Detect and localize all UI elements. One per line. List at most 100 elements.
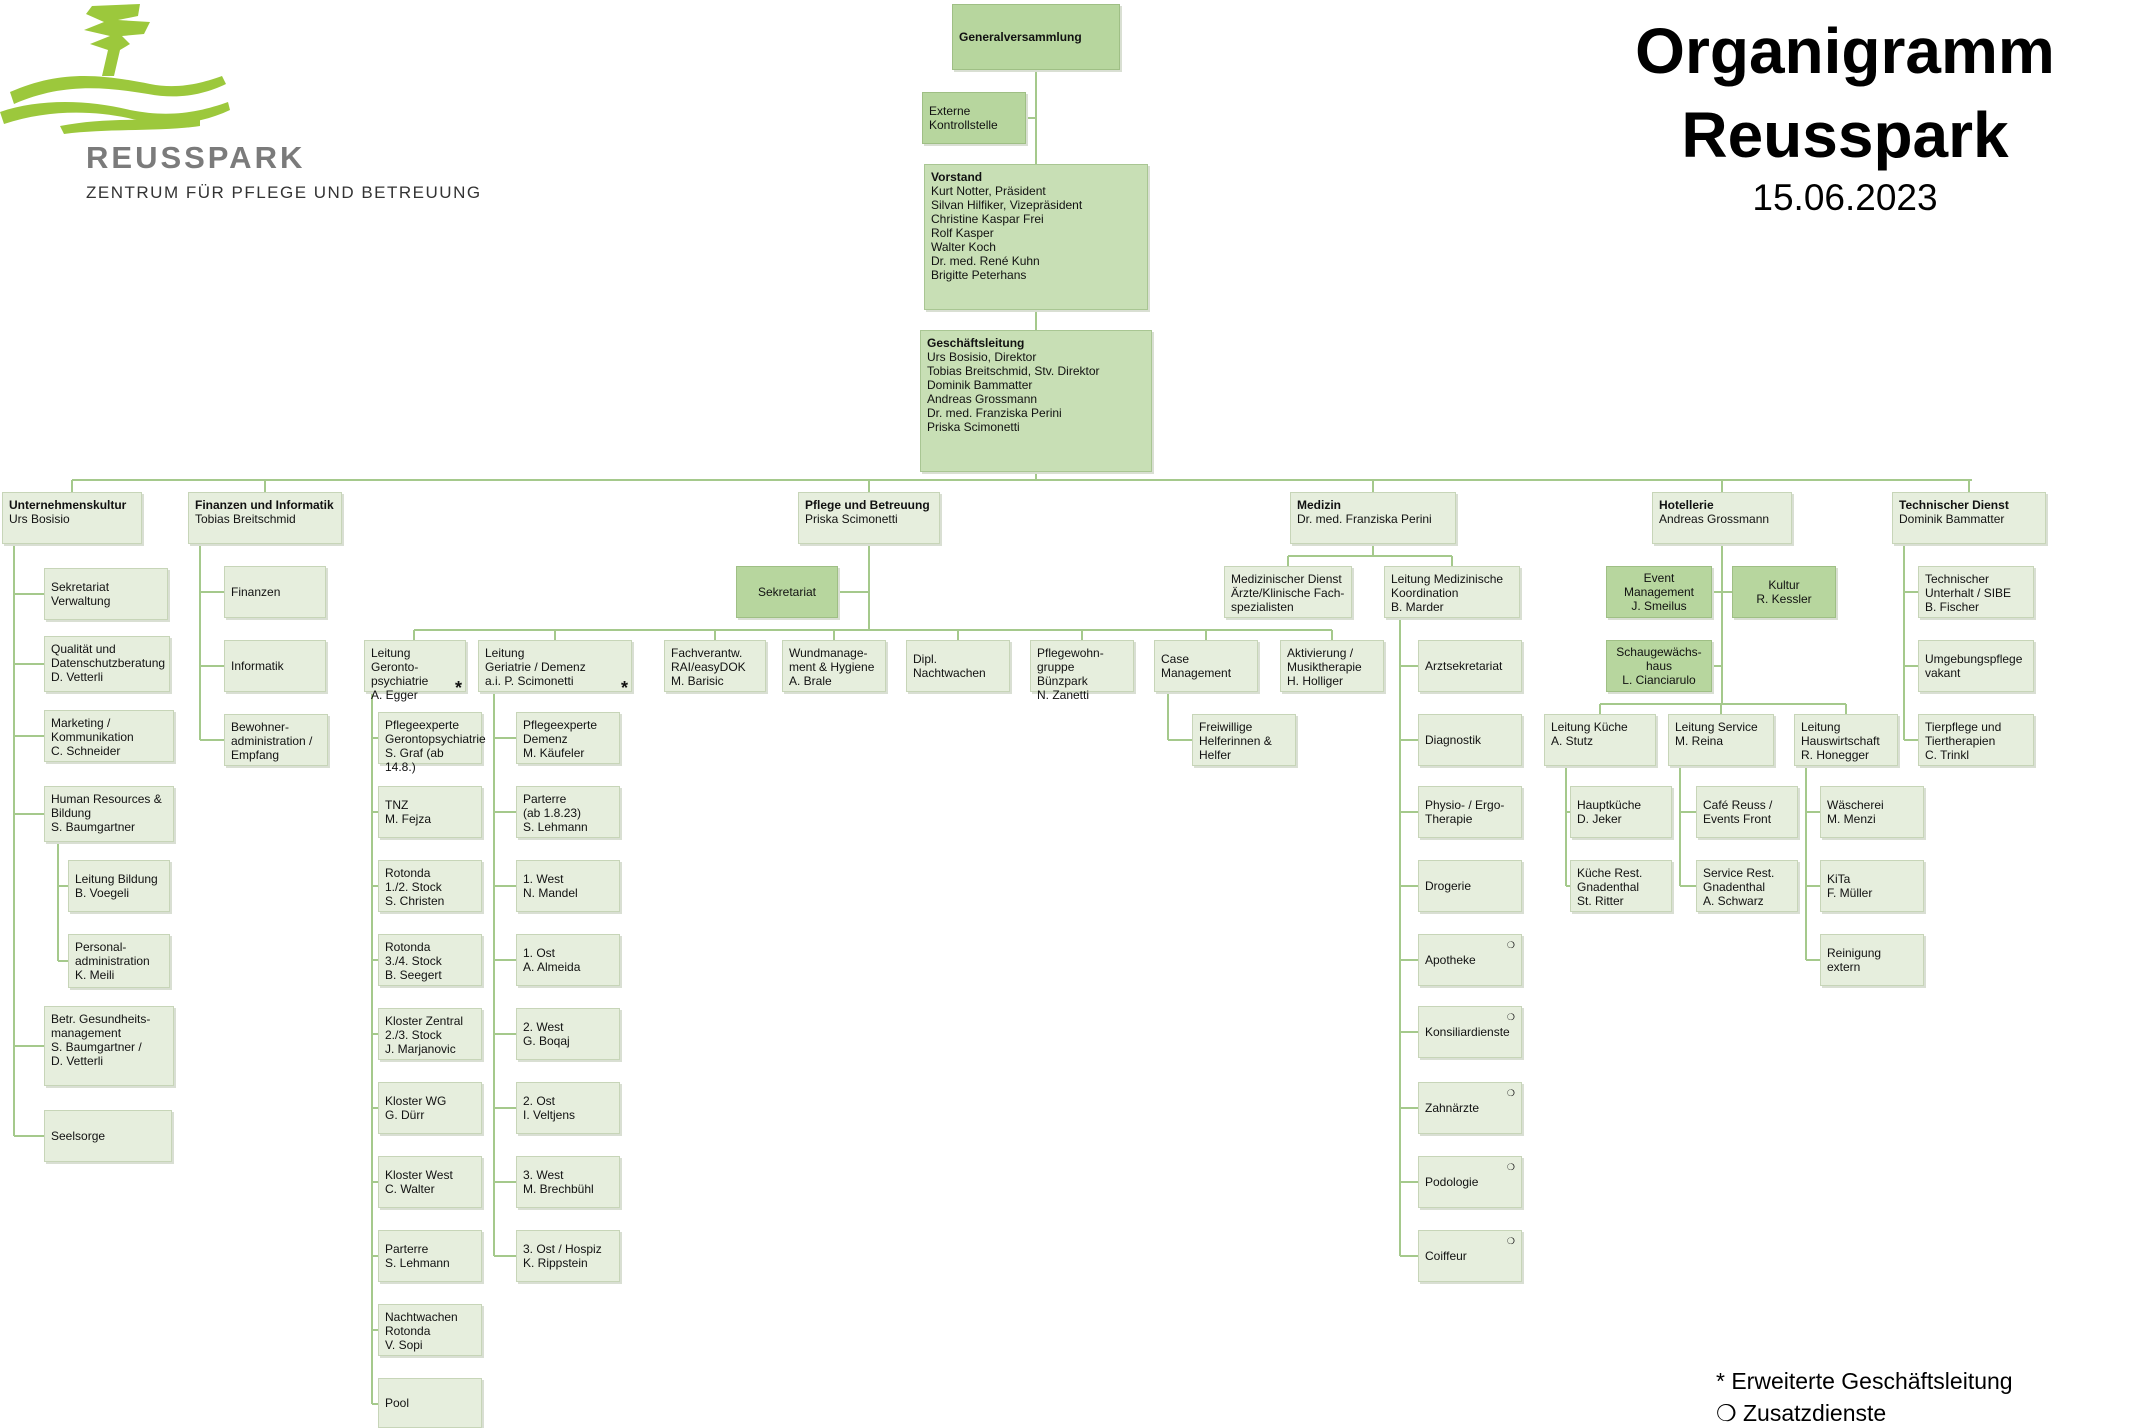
org-box-text: 2. Ost I. Veltjens: [523, 1094, 575, 1122]
org-box-pb-sekretariat: Sekretariat: [736, 566, 838, 618]
org-box-body: Wundmanage- ment & Hygiene A. Brale: [789, 646, 875, 688]
org-box-td3: Tierpflege und Tiertherapien C. Trinkl: [1918, 714, 2034, 766]
org-box-g8: Parterre S. Lehmann: [378, 1230, 482, 1282]
org-box-pb-wund: Wundmanage- ment & Hygiene A. Brale: [782, 640, 886, 692]
org-box-pb-geriatrie: Leitung Geriatrie / Demenz a.i. P. Scimo…: [478, 640, 632, 697]
org-box-body: Tierpflege und Tiertherapien C. Trinkl: [1925, 720, 2002, 762]
org-box-d8: 3. Ost / Hospiz K. Rippstein: [516, 1230, 620, 1282]
org-box-text: Dipl. Nachtwachen: [913, 652, 986, 680]
org-box-body: Küche Rest. Gnadenthal St. Ritter: [1577, 866, 1643, 908]
org-box-pb-pflegewohngruppe: Pflegewohn- gruppe Bünzpark N. Zanetti: [1030, 640, 1134, 702]
org-box-body: Wäscherei M. Menzi: [1827, 798, 1884, 826]
org-box-body: Kurt Notter, Präsident Silvan Hilfiker, …: [931, 184, 1083, 282]
org-box-d4: 1. Ost A. Almeida: [516, 934, 620, 986]
org-box-uk-marketing: Marketing / Kommunikation C. Schneider: [44, 710, 174, 762]
legend-ring-note: ❍ Zusatzdienste: [1716, 1400, 1887, 1426]
org-box-uk-hr: Human Resources & Bildung S. Baumgartner: [44, 786, 174, 842]
org-box-body: Leitung Geriatrie / Demenz a.i. P. Scimo…: [485, 646, 586, 688]
org-box-body: TNZ M. Fejza: [385, 798, 432, 826]
org-box-body: Leitung Bildung B. Voegeli: [75, 872, 158, 900]
org-box-ho-cafe: Café Reuss / Events Front: [1696, 786, 1798, 838]
org-box-d6: 2. Ost I. Veltjens: [516, 1082, 620, 1134]
org-box-text: Leitung Bildung B. Voegeli: [75, 872, 158, 900]
org-box-text: Leitung Küche A. Stutz: [1551, 720, 1649, 748]
org-box-text: Leitung Hauswirtschaft R. Honegger: [1801, 720, 1891, 762]
org-box-text: Personal- administration K. Meili: [75, 940, 163, 982]
org-box-body: Externe Kontrollstelle: [929, 104, 998, 132]
org-box-g1: Pflegeexperte Gerontopsychiatrie S. Graf…: [378, 712, 486, 774]
org-box-text: Finanzen: [231, 585, 280, 599]
org-box-text: Pflegeexperte Demenz M. Käufeler: [523, 718, 613, 760]
org-box-text: Kloster West C. Walter: [385, 1168, 453, 1196]
org-box-title: Generalversammlung: [959, 30, 1082, 44]
org-box-externe: Externe Kontrollstelle: [922, 92, 1026, 144]
org-box-text: Apotheke: [1425, 953, 1476, 967]
org-box-text: Kloster Zentral 2./3. Stock J. Marjanovi…: [385, 1014, 475, 1056]
org-box-text: 3. West M. Brechbühl: [523, 1168, 594, 1196]
org-box-title: Technischer Dienst: [1899, 498, 2009, 512]
org-box-body: Pflegeexperte Gerontopsychiatrie S. Graf…: [385, 718, 486, 774]
org-box-g9: Nachtwachen Rotonda V. Sopi: [378, 1304, 482, 1356]
org-box-body: 3. West M. Brechbühl: [523, 1168, 594, 1196]
org-box-body: Schaugewächs- haus L. Cianciarulo: [1616, 645, 1702, 687]
org-box-ho-event: Event Management J. Smeilus: [1606, 566, 1712, 618]
org-box-body: Kloster West C. Walter: [385, 1168, 453, 1196]
org-box-text: Physio- / Ergo- Therapie: [1425, 798, 1504, 826]
org-box-body: Dr. med. Franziska Perini: [1297, 512, 1432, 526]
org-box-body: Kloster Zentral 2./3. Stock J. Marjanovi…: [385, 1014, 464, 1056]
org-box-body: Medizinischer Dienst Ärzte/Klinische Fac…: [1231, 572, 1345, 614]
org-box-text: Case Management: [1161, 652, 1231, 680]
org-box-me6: Konsiliardienste❍: [1418, 1006, 1522, 1058]
org-box-body: Tobias Breitschmid: [195, 512, 296, 526]
org-box-body: Sekretariat Verwaltung: [51, 580, 111, 608]
org-box-uk-qualitaet: Qualität und Datenschutzberatung D. Vett…: [44, 636, 170, 692]
org-box-td1: Technischer Unterhalt / SIBE B. Fischer: [1918, 566, 2034, 618]
org-box-d2: Parterre (ab 1.8.23) S. Lehmann: [516, 786, 620, 838]
org-box-body: Andreas Grossmann: [1659, 512, 1770, 526]
org-box-text: Sekretariat: [758, 585, 816, 599]
org-box-g7: Kloster West C. Walter: [378, 1156, 482, 1208]
org-box-body: Personal- administration K. Meili: [75, 940, 150, 982]
org-box-text: Informatik: [231, 659, 284, 673]
org-box-text: Wäscherei M. Menzi: [1827, 798, 1884, 826]
org-box-text: KiTa F. Müller: [1827, 872, 1872, 900]
org-box-body: KiTa F. Müller: [1827, 872, 1873, 900]
org-box-text: Generalversammlung: [959, 30, 1082, 44]
org-box-text: Leitung Medizinische Koordination B. Mar…: [1391, 572, 1513, 614]
org-box-body: Kloster WG G. Dürr: [385, 1094, 447, 1122]
logo-name: REUSSPARK: [86, 140, 306, 175]
org-box-g10: Pool: [378, 1378, 482, 1428]
org-box-text: Fachverantw. RAI/easyDOK M. Barisic: [671, 646, 759, 688]
org-box-title: Geschäftsleitung: [927, 336, 1025, 350]
reusspark-logo-icon: [0, 4, 230, 134]
additional-service-marker: ❍: [1506, 1088, 1515, 1098]
org-box-text: Umgebungspflege vakant: [1925, 652, 2022, 680]
org-box-title: Finanzen und Informatik: [195, 498, 334, 512]
org-box-body: Leitung Hauswirtschaft R. Honegger: [1801, 720, 1880, 762]
org-box-text: Seelsorge: [51, 1129, 105, 1143]
org-box-pb-fachverantw: Fachverantw. RAI/easyDOK M. Barisic: [664, 640, 766, 692]
org-box-text: Kloster WG G. Dürr: [385, 1094, 446, 1122]
org-box-body: Urs Bosisio, Direktor Tobias Breitschmid…: [927, 350, 1100, 434]
org-box-body: Pool: [385, 1396, 410, 1410]
org-box-uk-sekretariat: Sekretariat Verwaltung: [44, 568, 168, 620]
org-box-text: Pflegewohn- gruppe Bünzpark N. Zanetti: [1037, 646, 1127, 702]
org-box-body: Zahnärzte: [1425, 1101, 1480, 1115]
org-box-uk-seelsorge: Seelsorge: [44, 1110, 172, 1162]
org-box-body: Parterre S. Lehmann: [385, 1242, 450, 1270]
org-box-text: Café Reuss / Events Front: [1703, 798, 1772, 826]
org-box-text: Aktivierung / Musiktherapie H. Holliger: [1287, 646, 1377, 688]
org-box-body: Sekretariat: [757, 585, 817, 599]
org-box-text: Schaugewächs- haus L. Cianciarulo: [1616, 645, 1701, 687]
org-box-title: Vorstand: [931, 170, 983, 184]
org-box-g6: Kloster WG G. Dürr: [378, 1082, 482, 1134]
logo-tagline: ZENTRUM FÜR PFLEGE UND BETREUUNG: [86, 183, 482, 202]
org-box-body: Dominik Bammatter: [1899, 512, 2005, 526]
org-box-uk-bildung: Leitung Bildung B. Voegeli: [68, 860, 170, 912]
org-box-body: Konsiliardienste: [1425, 1025, 1510, 1039]
